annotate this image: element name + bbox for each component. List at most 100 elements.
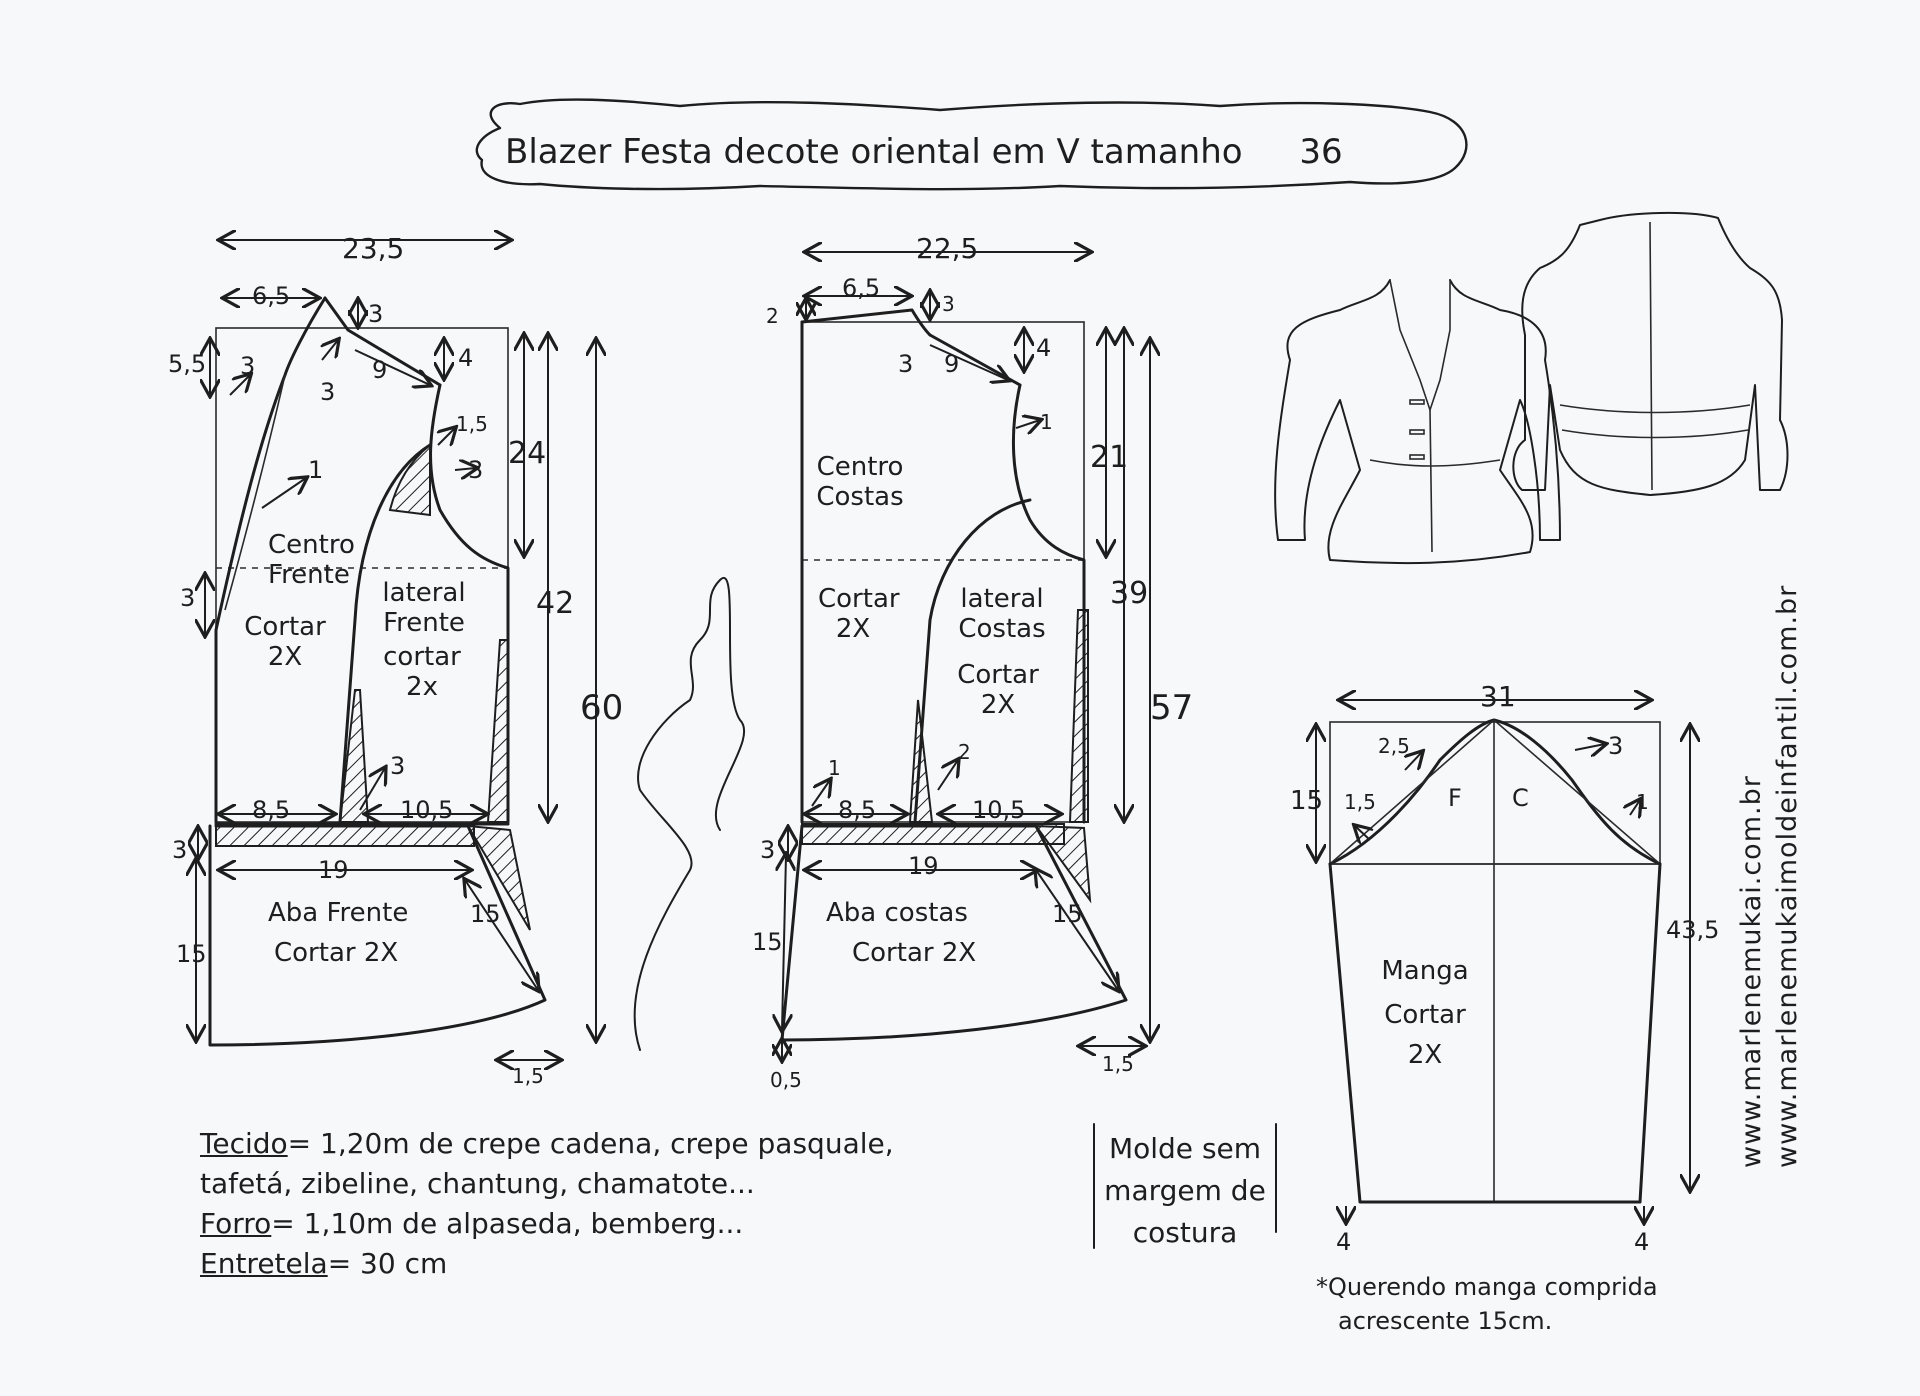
front-peplum-band: 3 — [172, 836, 188, 864]
back-peplum-band: 3 — [760, 836, 776, 864]
front-height-42: 42 — [536, 586, 575, 621]
back-neck-rise: 2 — [766, 304, 779, 328]
sleeve-back-mark: C — [1512, 784, 1529, 812]
website-1: www.marlenemukai.com.br — [1736, 775, 1767, 1168]
tecido-line: Tecido= 1,20m de crepe cadena, crepe pas… — [200, 1124, 894, 1164]
entretela-text: = 30 cm — [327, 1247, 448, 1280]
back-peplum-width: 19 — [908, 852, 939, 880]
entretela-label: Entretela — [200, 1247, 328, 1280]
back-armhole: 1 — [1040, 410, 1053, 434]
tecido-label: Tecido — [200, 1127, 288, 1160]
sleeve-hem-left: 4 — [1336, 1228, 1352, 1256]
front-peplum-label: Aba Frente — [268, 898, 409, 928]
back-bodice-pattern — [802, 252, 1150, 1040]
front-side-label: lateral Frente — [382, 578, 466, 638]
fabric-notes: Tecido= 1,20m de crepe cadena, crepe pas… — [200, 1124, 894, 1284]
front-armhole-3: 3 — [468, 456, 484, 484]
sleeve-note: *Querendo manga comprida acrescente 15cm… — [1316, 1270, 1658, 1338]
back-shoulder: 9 — [944, 350, 960, 378]
title-cloud — [475, 98, 1468, 191]
front-waist-right: 10,5 — [400, 796, 454, 824]
back-side-label: lateral Costas — [958, 584, 1046, 644]
back-neck-width: 6,5 — [842, 274, 881, 302]
sleeve-cap-left-2-5: 2,5 — [1378, 734, 1410, 758]
blazer-sketch — [1274, 211, 1789, 565]
front-armhole-1-5: 1,5 — [456, 412, 488, 436]
tecido-line2: tafetá, zibeline, chantung, chamatote... — [200, 1167, 755, 1200]
front-shoulder-slope: 4 — [458, 344, 474, 372]
sleeve-note-line2: acrescente 15cm. — [1338, 1307, 1553, 1335]
front-bodice-pattern — [205, 240, 596, 1040]
front-neck-width: 6,5 — [252, 282, 291, 310]
front-lapel-3: 3 — [180, 584, 196, 612]
sleeve-note-line1: *Querendo manga comprida — [1316, 1273, 1658, 1301]
sleeve-cut-line1: Cortar — [1384, 1000, 1466, 1030]
forro-text: = 1,10m de alpaseda, bemberg... — [271, 1207, 744, 1240]
back-waist-dart-left: 1 — [828, 756, 841, 780]
entretela-line: Entretela= 30 cm — [200, 1244, 894, 1284]
back-height-21: 21 — [1090, 440, 1129, 475]
seam-note-line2: margem de — [1104, 1174, 1266, 1207]
sleeve-pattern — [1316, 700, 1690, 1222]
back-peplum-pattern — [782, 826, 1144, 1060]
sleeve-front-mark: F — [1448, 784, 1462, 812]
back-neck-drop: 3 — [942, 292, 955, 316]
front-waist-dart: 3 — [390, 752, 406, 780]
front-peplum-height: 15 — [176, 940, 207, 968]
front-peplum-width: 19 — [318, 856, 349, 884]
back-peplum-cut: Cortar 2X — [852, 938, 977, 968]
front-neck-drop: 3 — [368, 300, 384, 328]
tecido-text: = 1,20m de crepe cadena, crepe pasquale, — [287, 1127, 894, 1160]
sleeve-cap-right-3: 3 — [1608, 732, 1624, 760]
front-shoulder: 9 — [372, 356, 388, 384]
back-side-cut: Cortar 2X — [957, 660, 1039, 720]
back-neck-point: 3 — [898, 350, 914, 378]
sleeve-length: 43,5 — [1666, 916, 1720, 944]
seam-note-line1: Molde sem — [1108, 1132, 1262, 1165]
website-2: www.marlenemukaimoldeinfantil.com.br — [1772, 584, 1803, 1168]
forro-line: Forro= 1,10m de alpaseda, bemberg... — [200, 1204, 894, 1244]
front-peplum-slant: 15 — [470, 900, 501, 928]
front-peplum-cut: Cortar 2X — [274, 938, 399, 968]
back-centre-label: Centro Costas — [816, 452, 904, 512]
title-size: 36 — [1299, 132, 1343, 172]
front-dart-3: 3 — [240, 352, 256, 380]
front-centre-cut: Cortar 2X — [244, 612, 326, 672]
sleeve-cap-right-1: 1 — [1636, 790, 1649, 814]
front-side-5-5: 5,5 — [168, 350, 207, 378]
front-height-60: 60 — [580, 688, 624, 728]
sleeve-cap-left-1-5: 1,5 — [1344, 790, 1376, 814]
front-centre-label: Centro Frente — [268, 530, 355, 590]
sleeve-width: 31 — [1480, 680, 1516, 713]
back-peplum-hem-offset: 0,5 — [770, 1068, 802, 1092]
back-waist-left: 8,5 — [838, 796, 877, 824]
front-width: 23,5 — [342, 232, 405, 265]
back-width: 22,5 — [916, 232, 979, 265]
back-centre-cut: Cortar 2X — [818, 584, 900, 644]
back-peplum-label: Aba costas — [826, 898, 968, 928]
forro-label: Forro — [200, 1207, 272, 1240]
sleeve-cap-height: 15 — [1290, 786, 1324, 816]
back-peplum-slant: 15 — [1052, 900, 1083, 928]
front-side-cut: cortar 2x — [383, 642, 461, 702]
title-text: Blazer Festa decote oriental em V tamanh… — [505, 132, 1243, 172]
front-peplum-pattern — [196, 826, 560, 1060]
front-peplum-hem-offset: 1,5 — [512, 1064, 544, 1088]
front-waist-left: 8,5 — [252, 796, 291, 824]
sleeve-cut-line2: 2X — [1407, 1040, 1443, 1070]
front-neck-point: 3 — [320, 378, 336, 406]
front-height-24: 24 — [508, 436, 547, 471]
back-waist-right: 10,5 — [972, 796, 1026, 824]
sleeve-hem-right: 4 — [1634, 1228, 1650, 1256]
page-title: Blazer Festa decote oriental em V tamanh… — [505, 132, 1343, 172]
back-height-57: 57 — [1150, 688, 1194, 728]
seam-note-line3: costura — [1132, 1216, 1238, 1249]
back-peplum-height: 15 — [752, 928, 783, 956]
back-shoulder-slope: 4 — [1036, 334, 1052, 362]
back-waist-dart-right: 2 — [958, 740, 971, 764]
back-peplum-hem-right: 1,5 — [1102, 1052, 1134, 1076]
front-curve-1: 1 — [308, 456, 324, 484]
back-height-39: 39 — [1110, 576, 1149, 611]
